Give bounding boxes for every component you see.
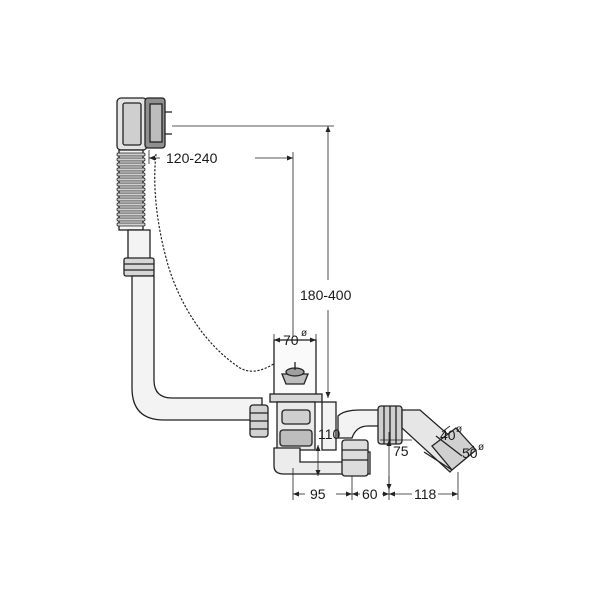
- hose-rib: [116, 217, 146, 222]
- overflow-head: [116, 97, 172, 151]
- hose-rib: [116, 187, 146, 192]
- hose-rib: [116, 172, 146, 177]
- hose-rib: [116, 222, 146, 227]
- dim-horizontal-1: 95: [310, 486, 326, 502]
- dim-pipe-40-sup: ø: [456, 424, 462, 435]
- outlet-connector: [337, 405, 403, 445]
- dim-outlet-height: 75: [393, 443, 409, 459]
- trap-body: [249, 401, 371, 477]
- overflow-pipe: [123, 229, 263, 421]
- hose-rib: [116, 177, 146, 182]
- hose-rib: [116, 157, 146, 162]
- hose-rib: [116, 167, 146, 172]
- hose-rib: [116, 182, 146, 187]
- hose-rib: [116, 197, 146, 202]
- dim-overflow-offset: 120-240: [166, 150, 218, 166]
- dimension-lines: [148, 125, 475, 500]
- drain-plug: [269, 339, 323, 403]
- dimension-labels: 120-240 180-400 70 ø 110 75 95 60 118 40…: [166, 150, 484, 502]
- dim-trap-height: 110: [318, 426, 341, 442]
- angled-outlet: [401, 409, 477, 473]
- dim-horizontal-3: 118: [414, 486, 437, 502]
- flex-hose: [116, 149, 146, 231]
- dim-horizontal-2: 60: [362, 486, 378, 502]
- hose-rib: [116, 207, 146, 212]
- dim-pipe-50-sup: ø: [478, 442, 484, 453]
- hose-rib: [116, 212, 146, 217]
- hose-rib: [116, 162, 146, 167]
- dim-pipe-40: 40: [440, 427, 456, 443]
- dim-height-range: 180-400: [300, 287, 352, 303]
- dim-drain-diameter: 70: [283, 332, 299, 348]
- hose-rib: [116, 152, 146, 157]
- plug-chain: [154, 153, 289, 372]
- hose-rib: [116, 192, 146, 197]
- dim-drain-diameter-sup: ø: [301, 328, 307, 339]
- dim-pipe-50: 50: [462, 445, 478, 461]
- hose-rib: [116, 202, 146, 207]
